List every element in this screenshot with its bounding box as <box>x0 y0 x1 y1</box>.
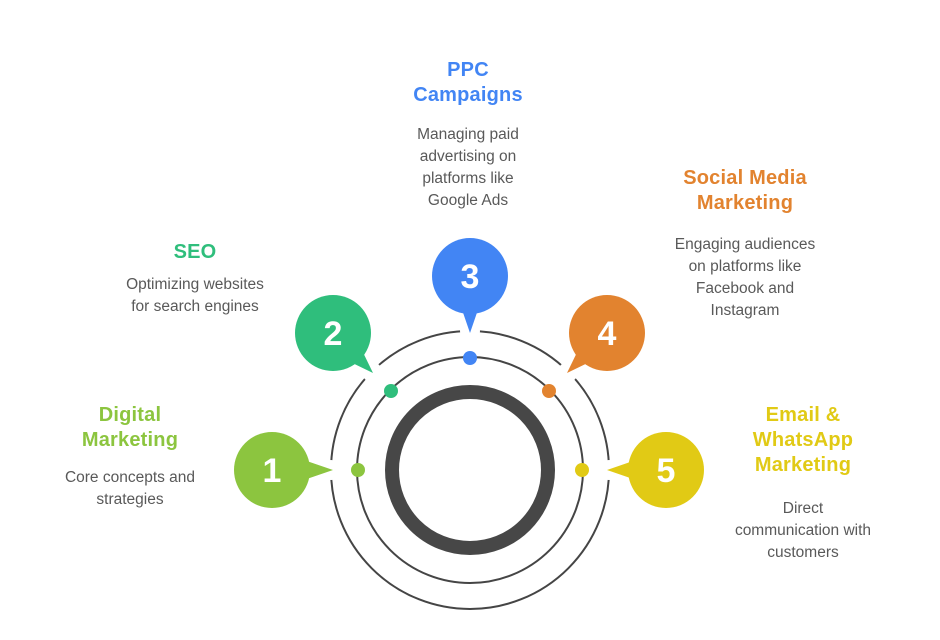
item-description-ppc-campaigns: Managing paid advertising on platforms l… <box>417 126 519 209</box>
item-description-social-media-marketing: Engaging audiences on platforms like Fac… <box>674 236 816 319</box>
label-block-ppc-campaigns: PPC Campaigns <box>353 58 583 108</box>
bubble-item-3: 3 <box>432 238 508 333</box>
orbit-dots <box>351 351 589 477</box>
bubble-circle <box>569 295 645 371</box>
bubble-circle <box>295 295 371 371</box>
item-title-seo: SEO <box>173 241 217 263</box>
bubble-item-5: 5 <box>607 432 704 508</box>
bubble-item-4: 4 <box>567 295 645 373</box>
item-title-email-whatsapp-marketing: Email & WhatsApp Marketing <box>752 404 854 476</box>
label-block-digital-marketing: Digital Marketing <box>15 403 245 453</box>
bubble-circle <box>234 432 310 508</box>
bubble-number-2: 2 <box>324 315 343 353</box>
dot-item-4 <box>542 384 556 398</box>
item-description-email-whatsapp-marketing: Direct communication with customers <box>734 500 872 561</box>
item-title-social-media-marketing: Social Media Marketing <box>683 167 807 214</box>
bubble-item-1: 1 <box>234 432 333 508</box>
bubble-number-3: 3 <box>461 258 480 296</box>
dot-item-3 <box>463 351 477 365</box>
label-block-seo: SEO <box>80 240 310 265</box>
bubble-item-2: 2 <box>295 295 373 373</box>
dot-item-2 <box>384 384 398 398</box>
dot-item-1 <box>351 463 365 477</box>
center-ring <box>385 385 555 555</box>
bubble-number-5: 5 <box>657 452 676 490</box>
bubble-circle <box>432 238 508 314</box>
item-title-ppc-campaigns: PPC Campaigns <box>413 59 523 106</box>
bubble-number-1: 1 <box>263 452 282 490</box>
dot-item-5 <box>575 463 589 477</box>
label-block-social-media-marketing: Social Media Marketing <box>630 166 860 216</box>
label-block-email-whatsapp-marketing: Email & WhatsApp Marketing <box>688 403 918 478</box>
bubble-number-4: 4 <box>598 315 617 353</box>
item-title-digital-marketing: Digital Marketing <box>81 404 179 451</box>
item-description-seo: Optimizing websites for search engines <box>126 276 264 315</box>
bubble-circle <box>628 432 704 508</box>
item-description-digital-marketing: Core concepts and strategies <box>64 469 196 508</box>
